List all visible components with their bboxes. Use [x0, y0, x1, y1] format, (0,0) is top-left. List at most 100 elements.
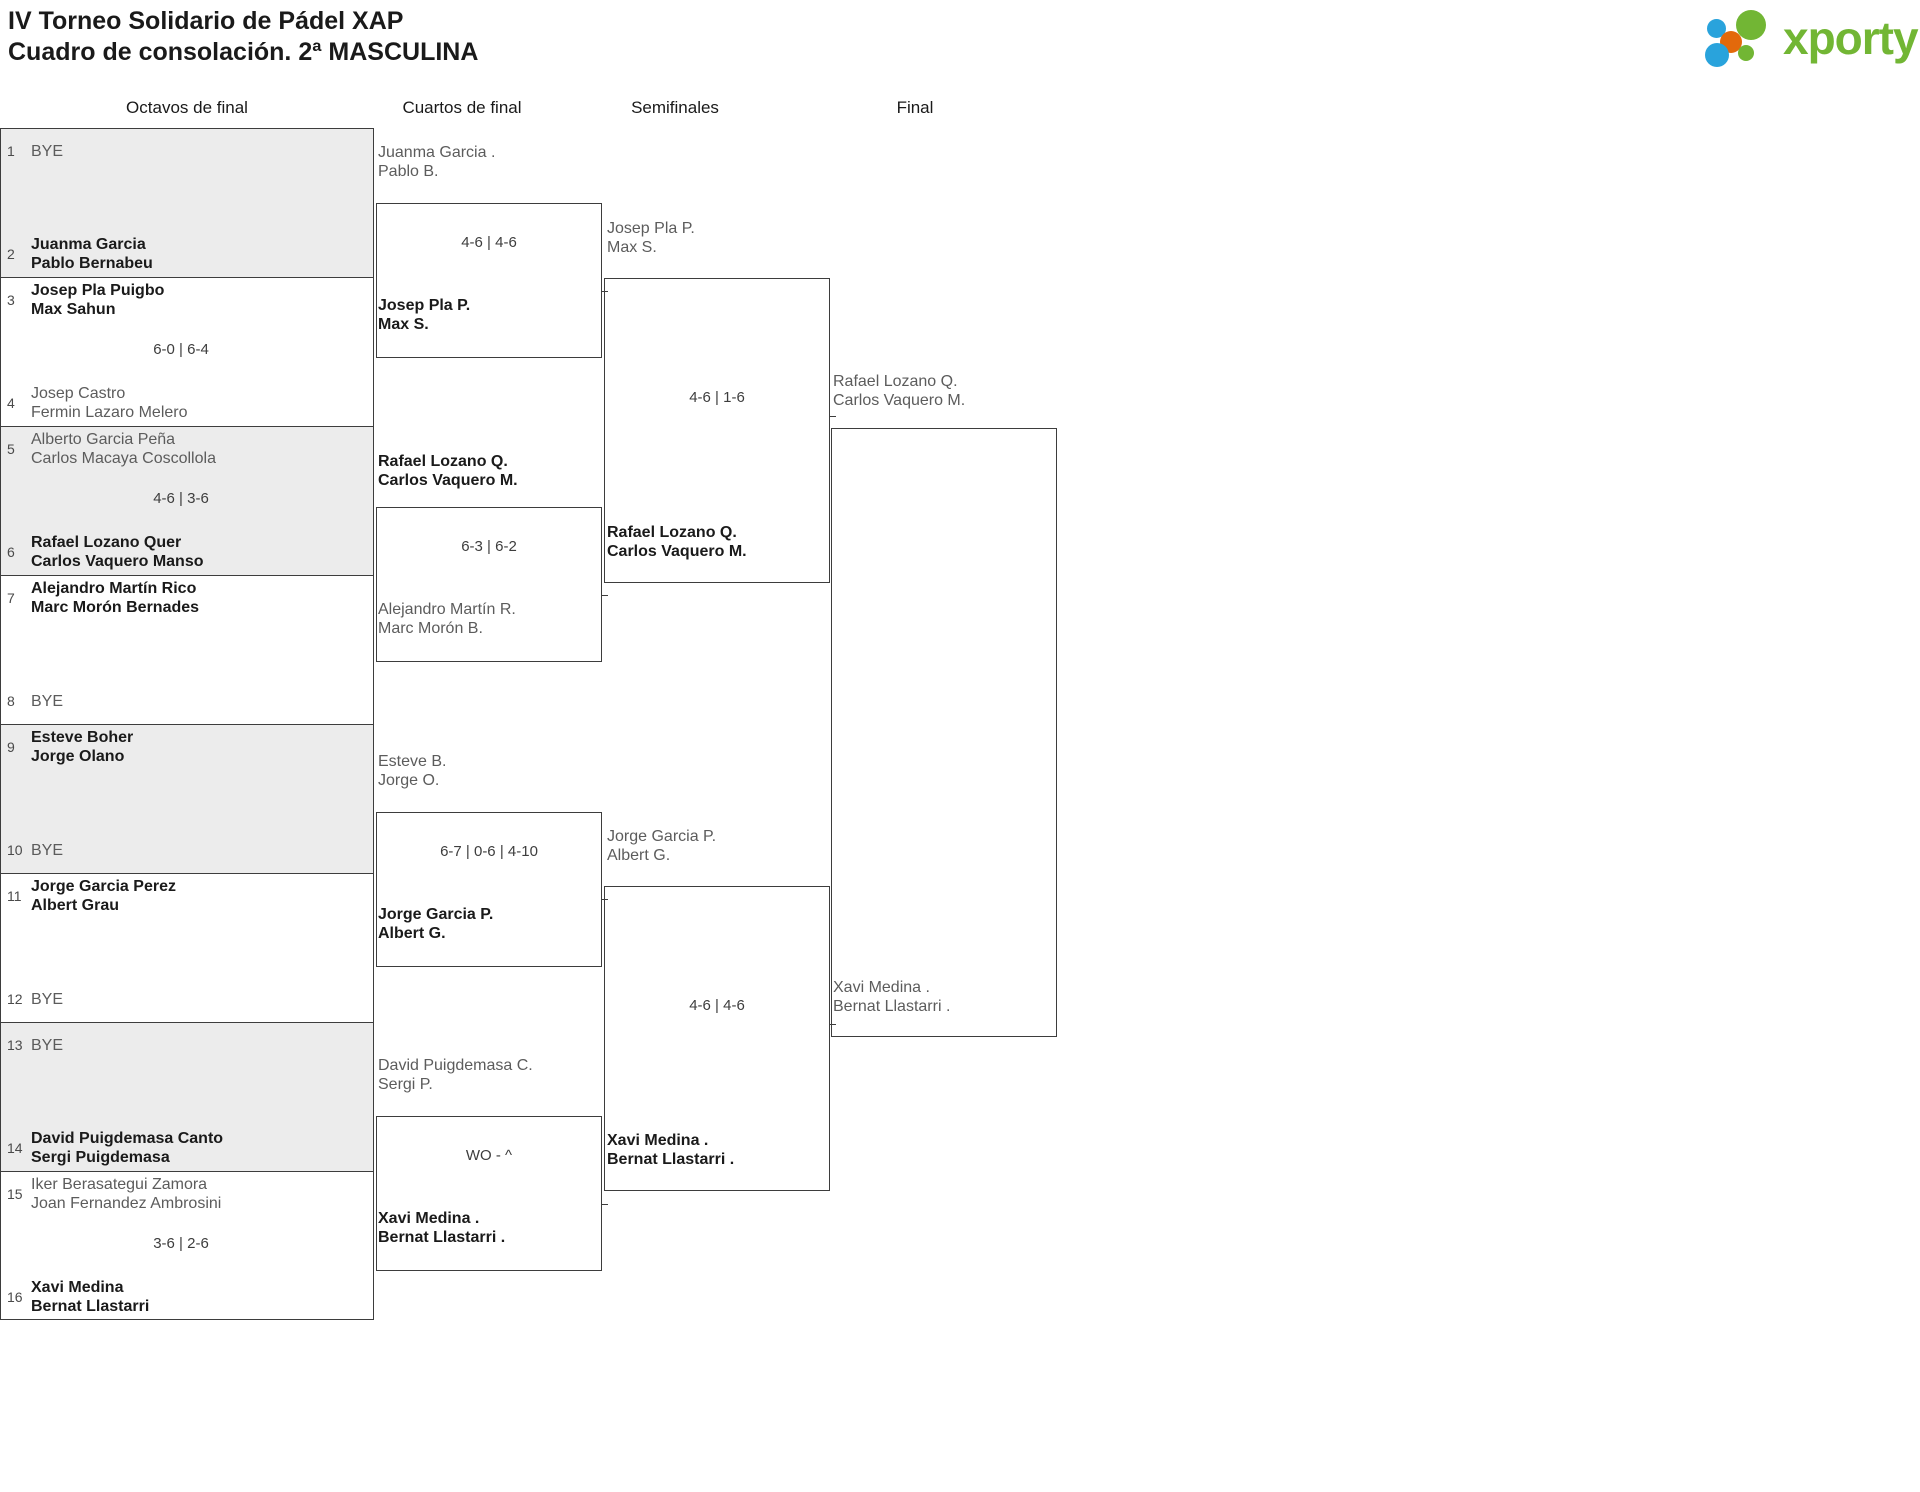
r2-match-box[interactable]: 6-3 | 6-2 [376, 507, 602, 662]
player-2: Carlos Vaquero Manso [31, 553, 204, 570]
logo-dot-green-small [1738, 45, 1754, 61]
player-1: Rafael Lozano Q. [607, 524, 737, 541]
r1-match[interactable]: 1 BYE 2 Juanma Garcia Pablo Bernabeu [0, 128, 374, 277]
r4-finalist-top-label: Rafael Lozano Q. Carlos Vaquero M. [833, 372, 965, 410]
r2-winner-label: Xavi Medina . Bernat Llastarri . [378, 1209, 505, 1247]
r1-slot[interactable]: 8 BYE [1, 679, 375, 725]
r1-slot[interactable]: 10 BYE [1, 828, 375, 874]
team-names: Alberto Garcia Peña Carlos Macaya Coscol… [31, 430, 369, 468]
team-names: Alejandro Martín Rico Marc Morón Bernade… [31, 579, 369, 617]
r1-slot[interactable]: 4 Josep Castro Fermin Lazaro Melero [1, 381, 375, 427]
player-2: Joan Fernandez Ambrosini [31, 1195, 222, 1212]
player-1: Xavi Medina . [607, 1132, 709, 1149]
player-1: David Puigdemasa Canto [31, 1130, 224, 1147]
player-1: Juanma Garcia . [378, 144, 496, 161]
r2-score: 4-6 | 4-6 [461, 234, 517, 251]
r1-match[interactable]: 15 Iker Berasategui Zamora Joan Fernande… [0, 1171, 374, 1320]
r1-slot[interactable]: 14 David Puigdemasa Canto Sergi Puigdema… [1, 1126, 375, 1172]
team-names: Esteve Boher Jorge Olano [31, 728, 369, 766]
r4-finalist-bottom-label: Xavi Medina . Bernat Llastarri . [833, 978, 950, 1016]
r2-match-box[interactable]: 4-6 | 4-6 [376, 203, 602, 358]
r3-feed-label: Jorge Garcia P. Albert G. [607, 827, 716, 865]
player-2: Albert Grau [31, 897, 120, 914]
r3-score: 4-6 | 4-6 [689, 997, 745, 1014]
bye-label: BYE [31, 693, 64, 710]
player-1: Alberto Garcia Peña [31, 431, 176, 448]
player-2: Carlos Vaquero M. [607, 543, 747, 560]
player-1: Xavi Medina . [833, 979, 930, 996]
r4-match-box[interactable] [831, 428, 1057, 1037]
r1-slot[interactable]: 5 Alberto Garcia Peña Carlos Macaya Cosc… [1, 427, 375, 473]
round-octavos: 1 BYE 2 Juanma Garcia Pablo Bernabeu 3 J… [0, 128, 374, 1320]
player-1: Xavi Medina [31, 1279, 124, 1296]
r1-slot[interactable]: 11 Jorge Garcia Perez Albert Grau [1, 874, 375, 920]
connector-qf3 [602, 899, 608, 900]
player-2: Jorge O. [378, 772, 440, 789]
player-2: Carlos Vaquero M. [833, 392, 966, 409]
player-1: Rafael Lozano Q. [833, 373, 958, 390]
r3-match-box[interactable]: 4-6 | 1-6 [604, 278, 830, 583]
player-1: Alejandro Martín Rico [31, 580, 197, 597]
r1-match[interactable]: 7 Alejandro Martín Rico Marc Morón Berna… [0, 575, 374, 724]
player-1: David Puigdemasa C. [378, 1057, 533, 1074]
r2-feed-label: David Puigdemasa C. Sergi P. [378, 1056, 533, 1094]
player-2: Albert G. [607, 847, 671, 864]
logo-dots-icon [1705, 10, 1779, 67]
connector-sf2 [830, 1024, 836, 1025]
r1-match[interactable]: 9 Esteve Boher Jorge Olano 10 BYE [0, 724, 374, 873]
player-2: Max S. [378, 316, 429, 333]
seed-number: 4 [7, 395, 15, 411]
r1-match[interactable]: 3 Josep Pla Puigbo Max Sahun 6-0 | 6-4 4… [0, 277, 374, 426]
player-2: Bernat Llastarri [31, 1298, 150, 1315]
r2-match-box[interactable]: WO - ^ [376, 1116, 602, 1271]
player-2: Jorge Olano [31, 748, 125, 765]
r1-slot[interactable]: 7 Alejandro Martín Rico Marc Morón Berna… [1, 576, 375, 622]
seed-number: 13 [7, 1037, 23, 1053]
r1-slot[interactable]: 13 BYE [1, 1023, 375, 1069]
bye-label: BYE [31, 143, 64, 160]
player-2: Sergi P. [378, 1076, 433, 1093]
player-1: Esteve Boher [31, 729, 134, 746]
connector-sf1 [830, 416, 836, 417]
team-names: Juanma Garcia Pablo Bernabeu [31, 235, 369, 273]
player-1: Josep Pla P. [378, 297, 471, 314]
r3-score: 4-6 | 1-6 [689, 389, 745, 406]
r1-slot[interactable]: 12 BYE [1, 977, 375, 1023]
player-1: Jorge Garcia Perez [31, 878, 176, 895]
r1-slot[interactable]: 6 Rafael Lozano Quer Carlos Vaquero Mans… [1, 530, 375, 576]
r1-slot[interactable]: 1 BYE [1, 129, 375, 175]
r1-match[interactable]: 13 BYE 14 David Puigdemasa Canto Sergi P… [0, 1022, 374, 1171]
player-1: Juanma Garcia [31, 236, 146, 253]
r2-match-box[interactable]: 6-7 | 0-6 | 4-10 [376, 812, 602, 967]
team-names: Jorge Garcia Perez Albert Grau [31, 877, 369, 915]
r2-winner-label: Jorge Garcia P. Albert G. [378, 905, 493, 943]
player-2: Bernat Llastarri . [607, 1151, 735, 1168]
player-2: Max S. [607, 239, 657, 256]
seed-number: 9 [7, 739, 15, 755]
r1-slot[interactable]: 2 Juanma Garcia Pablo Bernabeu [1, 232, 375, 278]
player-2: Pablo Bernabeu [31, 255, 153, 272]
column-header-semifinales: Semifinales [631, 98, 719, 117]
team-names: Josep Castro Fermin Lazaro Melero [31, 384, 369, 422]
player-2: Marc Morón Bernades [31, 599, 200, 616]
r1-slot[interactable]: 9 Esteve Boher Jorge Olano [1, 725, 375, 771]
r1-slot[interactable]: 16 Xavi Medina Bernat Llastarri [1, 1275, 375, 1321]
player-2: Sergi Puigdemasa [31, 1149, 170, 1166]
r3-match-box[interactable]: 4-6 | 4-6 [604, 886, 830, 1191]
player-2: Fermin Lazaro Melero [31, 404, 188, 421]
r1-match[interactable]: 11 Jorge Garcia Perez Albert Grau 12 BYE [0, 873, 374, 1022]
logo-dot-blue-small [1707, 19, 1726, 38]
r1-slot[interactable]: 15 Iker Berasategui Zamora Joan Fernande… [1, 1172, 375, 1218]
player-1: Xavi Medina . [378, 1210, 480, 1227]
r1-match[interactable]: 5 Alberto Garcia Peña Carlos Macaya Cosc… [0, 426, 374, 575]
r3-feed-label: Josep Pla P. Max S. [607, 219, 695, 257]
player-1: Esteve B. [378, 753, 447, 770]
player-2: Bernat Llastarri . [833, 998, 951, 1015]
team-names: Josep Pla Puigbo Max Sahun [31, 281, 369, 319]
r1-slot[interactable]: 3 Josep Pla Puigbo Max Sahun [1, 278, 375, 324]
team-names: Rafael Lozano Quer Carlos Vaquero Manso [31, 533, 369, 571]
page-title: IV Torneo Solidario de Pádel XAP Cuadro … [8, 6, 478, 68]
player-1: Iker Berasategui Zamora [31, 1176, 208, 1193]
seed-number: 7 [7, 590, 15, 606]
